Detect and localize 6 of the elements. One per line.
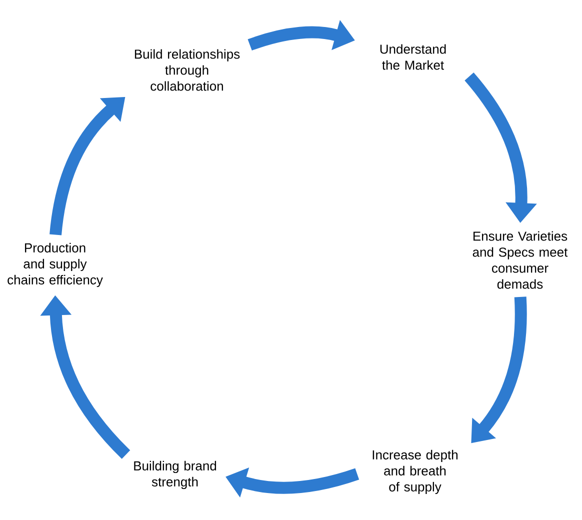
step-label: Build relationships through collaboration <box>134 49 240 91</box>
step-label: Production and supply chains efficiency <box>8 242 103 288</box>
step-label: Ensure Varieties and Specs meet consumer demads <box>472 231 568 289</box>
step-label: Increase depth and breath of supply <box>372 450 458 494</box>
step-label: Building brand strength <box>134 460 216 490</box>
step-label: Understand the Market <box>380 44 446 70</box>
